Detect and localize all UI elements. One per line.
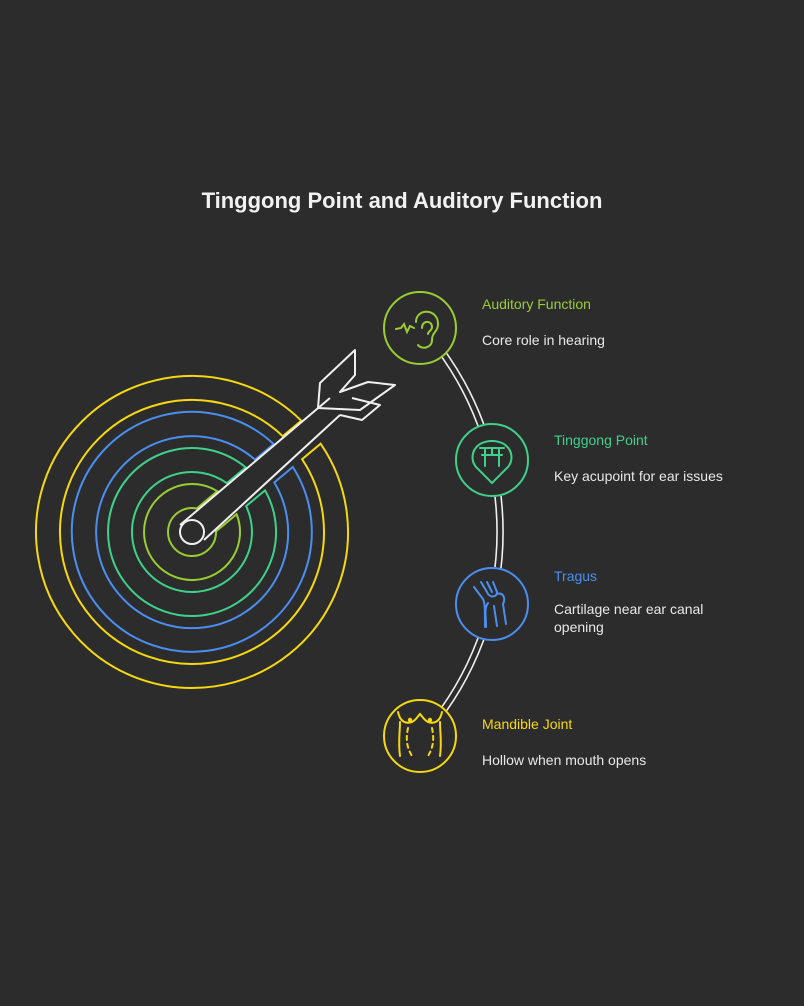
item-description: Key acupoint for ear issues: [554, 468, 723, 484]
item-description: Hollow when mouth opens: [482, 752, 647, 768]
target-ring-1: [70, 410, 313, 653]
item-title: Tinggong Point: [554, 432, 648, 448]
icon-backdrop: [455, 567, 529, 641]
icon-backdrop: [455, 423, 529, 497]
ear-icon: [383, 291, 457, 365]
connector-line-1: [429, 331, 504, 733]
target-ring-2: [107, 447, 278, 617]
target-rings: [35, 375, 350, 690]
target-ring-3: [143, 483, 242, 581]
arrow-icon: [179, 349, 396, 545]
item-title: Tragus: [554, 568, 598, 584]
item-title: Mandible Joint: [482, 716, 573, 732]
icon-backdrop: [383, 699, 457, 773]
item-description: Core role in hearing: [482, 332, 605, 348]
connector-arc: [383, 291, 529, 773]
diagram-title: Tinggong Point and Auditory Function: [201, 188, 603, 213]
icon-backdrop: [383, 291, 457, 365]
item-title: Auditory Function: [482, 296, 591, 312]
connector-line-0: [424, 334, 498, 730]
jaw-icon: [383, 699, 457, 773]
joint-cartilage-icon: [455, 567, 529, 641]
item-description: Cartilage near ear canal opening: [554, 601, 704, 635]
target-ring-0: [35, 375, 350, 690]
gate-location-pin-icon: [455, 423, 529, 497]
